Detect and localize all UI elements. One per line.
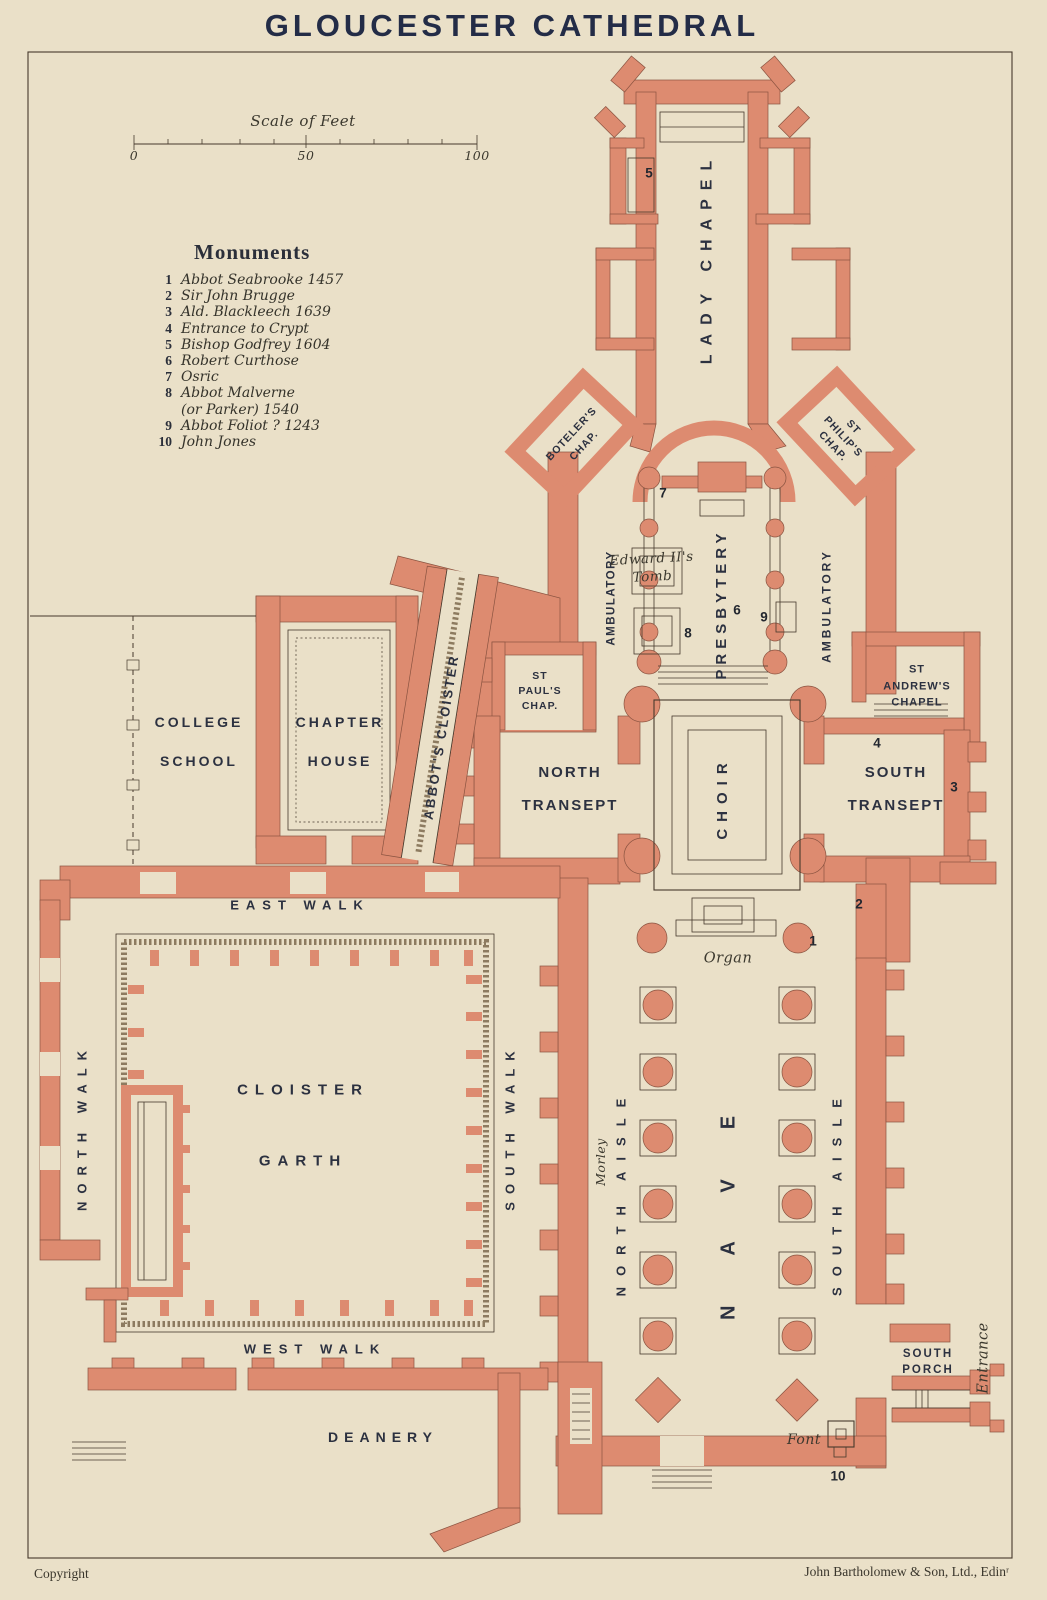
label-choir: CHOIR bbox=[714, 756, 732, 840]
label-presbytery: PRESBYTERY bbox=[713, 528, 731, 680]
monument-item: (or Parker) 1540 bbox=[181, 401, 299, 418]
scale-bar bbox=[133, 135, 478, 150]
label-ambulatory-east: AMBULATORY bbox=[819, 549, 834, 663]
map-border bbox=[27, 51, 1013, 1559]
label-edward-ii-tomb: Edward II's Tomb bbox=[609, 548, 695, 587]
nave-structure bbox=[539, 877, 905, 1515]
monument-marker-10: 10 bbox=[830, 1468, 846, 1484]
monument-marker-6: 6 bbox=[733, 602, 741, 618]
botelers-chapel-walls bbox=[504, 367, 644, 509]
label-college-school: COLLEGE SCHOOL bbox=[154, 713, 244, 769]
edward-ii-tomb-outline bbox=[631, 547, 683, 595]
monument-marker-7: 7 bbox=[659, 485, 667, 501]
label-morley: Morley bbox=[592, 1138, 608, 1186]
label-entrance: Entrance bbox=[975, 1322, 992, 1394]
monuments-heading: Monuments bbox=[194, 240, 311, 264]
label-st-pauls-chap: ST PAUL'S CHAP. bbox=[518, 670, 562, 713]
scale-label: Scale of Feet bbox=[250, 112, 356, 131]
label-north-walk: NORTH WALK bbox=[74, 1042, 90, 1212]
label-north-aisle: NORTH AISLE bbox=[613, 1087, 629, 1297]
label-st-andrews-chapel: ST ANDREW'S CHAPEL bbox=[883, 663, 951, 709]
lavatorium-outline bbox=[121, 1085, 183, 1297]
cloister-structure bbox=[39, 865, 561, 1553]
monument-marker-8: 8 bbox=[684, 625, 692, 641]
abbots-cloister-structure bbox=[381, 555, 499, 867]
label-cloister-garth: CLOISTER GARTH bbox=[237, 1081, 369, 1170]
monument-marker-1: 1 bbox=[809, 933, 817, 949]
scale-tick-100: 100 bbox=[464, 147, 490, 163]
lady-chapel-structure bbox=[593, 55, 851, 453]
label-south-porch: SOUTH PORCH bbox=[902, 1347, 954, 1376]
st-philips-chapel-walls bbox=[776, 365, 916, 507]
monument-marker-9: 9 bbox=[760, 609, 768, 625]
copyright-note: Copyright bbox=[34, 1566, 89, 1581]
south-porch-structure bbox=[827, 1323, 1005, 1458]
college-school-structure bbox=[30, 615, 256, 868]
scale-tick-50: 50 bbox=[297, 147, 315, 163]
label-east-walk: EAST WALK bbox=[230, 897, 370, 913]
label-chapter-house: CHAPTER HOUSE bbox=[295, 713, 385, 769]
monument-marker-2: 2 bbox=[855, 896, 863, 912]
scale-tick-0: 0 bbox=[129, 147, 139, 163]
label-south-transept: SOUTH TRANSEPT bbox=[847, 764, 945, 814]
page-title: GLOUCESTER CATHEDRAL bbox=[264, 8, 760, 43]
label-south-aisle: SOUTH AISLE bbox=[829, 1088, 845, 1296]
south-transept-structure bbox=[803, 631, 997, 885]
label-west-walk: WEST WALK bbox=[243, 1341, 387, 1357]
label-font: Font bbox=[786, 1431, 822, 1448]
monument-marker-5: 5 bbox=[645, 165, 653, 181]
label-north-transept: NORTH TRANSEPT bbox=[521, 764, 619, 814]
label-south-walk: SOUTH WALK bbox=[502, 1043, 518, 1211]
label-deanery: DEANERY bbox=[328, 1428, 438, 1445]
publisher-imprint: John Bartholomew & Son, Ltd., Edinʳ bbox=[804, 1564, 1009, 1579]
monument-marker-4: 4 bbox=[873, 735, 881, 751]
label-lady-chapel: LADY CHAPEL bbox=[698, 151, 716, 365]
label-nave: NAVE bbox=[717, 1065, 740, 1321]
organ-outline bbox=[691, 897, 755, 933]
label-organ: Organ bbox=[703, 950, 753, 967]
choir-structure bbox=[623, 685, 911, 963]
monument-marker-3: 3 bbox=[950, 779, 958, 795]
